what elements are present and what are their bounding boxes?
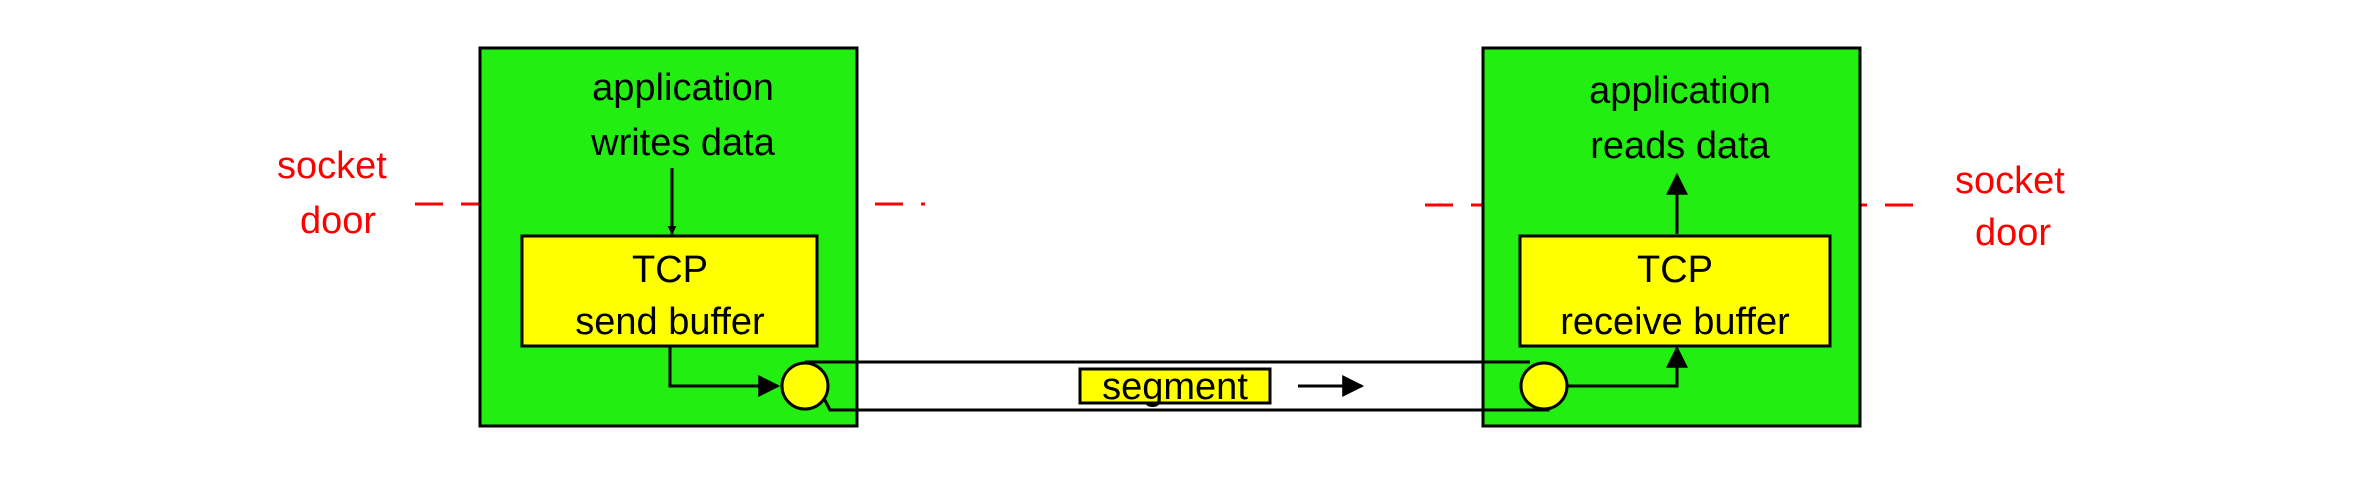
receiver-socket-circle: [1519, 361, 1569, 411]
sender-app-line1: application: [592, 67, 774, 109]
tcp-send-buffer: [520, 234, 819, 348]
segment-label: segment: [1102, 366, 1248, 408]
sender-socket-circle: [780, 361, 830, 411]
receiver-app-line2: reads data: [1590, 125, 1770, 167]
send-buffer-line2: send buffer: [575, 301, 765, 343]
socket-to-receive-buffer-arrow: [1567, 345, 1688, 388]
sender-app-line2: writes data: [590, 122, 776, 164]
receive-buffer-line1: TCP: [1637, 249, 1713, 291]
tcp-receive-buffer: [1518, 234, 1832, 348]
receiver-app-line1: application: [1589, 70, 1771, 112]
segment-box: [1078, 367, 1272, 405]
socket-left-line2: door: [300, 200, 376, 242]
socket-left-line1: socket: [277, 145, 387, 187]
send-buffer-line1: TCP: [632, 249, 708, 291]
receive-buffer-line2: receive buffer: [1560, 301, 1790, 343]
socket-right-line2: door: [1975, 212, 2051, 254]
send-buffer-to-socket-arrow: [668, 346, 781, 397]
socket-right-line1: socket: [1955, 160, 2065, 202]
